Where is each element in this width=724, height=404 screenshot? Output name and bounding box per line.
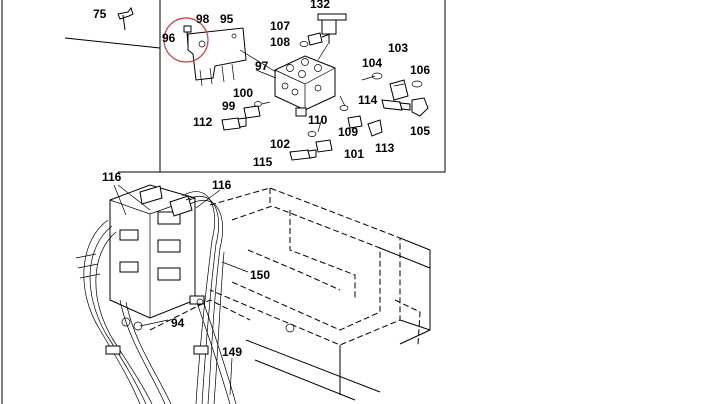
callout-104: 104 [362,56,382,70]
valve-block-97 [274,55,336,117]
bracket-95 [187,27,247,87]
callout-96: 96 [162,31,176,45]
callout-102: 102 [270,137,290,151]
oring-104 [371,72,383,80]
elbow-105 [411,97,429,117]
highlight-circle [163,17,209,63]
callout-75: 75 [93,7,107,21]
callout-112: 112 [193,115,213,129]
part-75-fitting [117,6,134,31]
bolt-96 [183,25,192,47]
fitting-99 [243,105,261,119]
callout-149: 149 [222,345,242,359]
callout-116-right: 116 [212,178,232,192]
fitting-107 [307,32,331,46]
callout-108: 108 [270,35,290,49]
callout-116-left: 116 [102,170,122,184]
fitting-109 [347,115,363,129]
callout-97: 97 [255,59,269,73]
fitting-112 [221,117,247,131]
callout-101: 101 [344,147,364,161]
fitting-103 [389,79,409,101]
fitting-101 [315,139,333,153]
oring-108 [299,41,309,47]
oring-102 [307,131,317,137]
callout-labels: 75 132 107 108 96 98 95 97 104 103 106 1… [93,0,430,359]
fitting-114 [381,99,411,111]
fitting-115 [289,149,317,161]
control-valve-assembly [109,184,196,319]
callout-113: 113 [375,141,395,155]
oring-110 [339,105,349,111]
callout-99: 99 [222,99,236,113]
lower-leader-lines [113,184,249,396]
oring-106 [411,80,423,88]
callout-107: 107 [270,19,290,33]
callout-115: 115 [253,155,273,169]
callout-132: 132 [310,0,330,11]
detail-inset [64,0,446,173]
callout-106: 106 [410,63,430,77]
elbow-113 [367,119,383,137]
callout-98: 98 [196,12,210,26]
leader-lines [239,43,376,133]
hose-bundle-left [83,219,172,404]
callout-94: 94 [171,316,185,330]
fitting-132 [317,13,347,44]
callout-103: 103 [388,41,408,55]
hose-clamps [105,295,209,355]
small-fittings [75,253,295,333]
callout-105: 105 [410,124,430,138]
callout-150: 150 [250,268,270,282]
callout-110: 110 [308,113,328,127]
callout-100: 100 [233,86,253,100]
hose-bundle-right [181,191,237,404]
callout-109: 109 [338,125,358,139]
machine-frame [149,187,431,401]
callout-95: 95 [220,12,234,26]
callout-114: 114 [358,93,378,107]
